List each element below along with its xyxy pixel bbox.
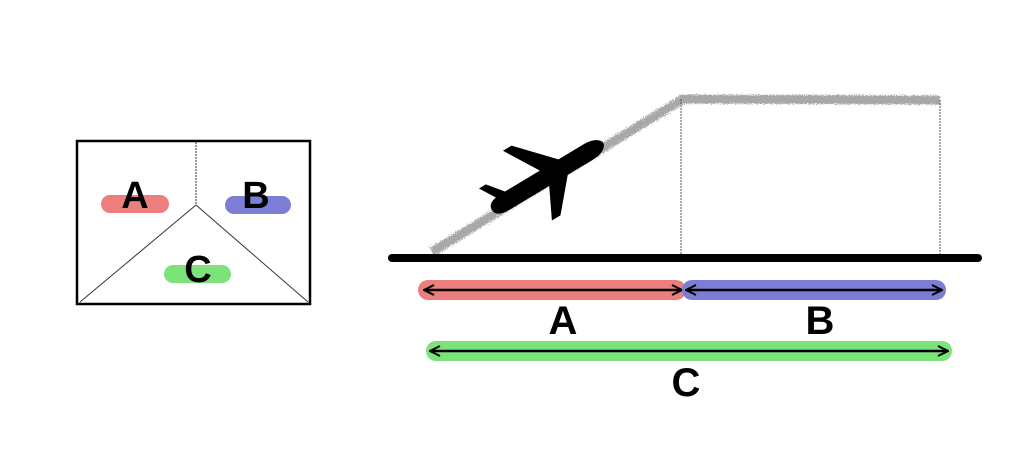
airplane-icon bbox=[478, 140, 604, 221]
segment-b: B bbox=[682, 280, 946, 343]
divider-left bbox=[79, 204, 197, 303]
legend-label-b: B bbox=[242, 175, 269, 217]
segment-a-label: A bbox=[549, 299, 578, 343]
legend-label-a: A bbox=[121, 175, 148, 217]
flight-path bbox=[429, 94, 941, 258]
legend-label-c: C bbox=[184, 249, 211, 291]
legend-box: A B C bbox=[75, 139, 312, 306]
divider-right bbox=[195, 204, 309, 303]
segment-c: C bbox=[426, 341, 952, 405]
segment-b-label: B bbox=[806, 299, 835, 343]
climb-trail bbox=[429, 94, 941, 256]
segment-a: A bbox=[418, 280, 686, 343]
segment-c-label: C bbox=[672, 361, 701, 405]
